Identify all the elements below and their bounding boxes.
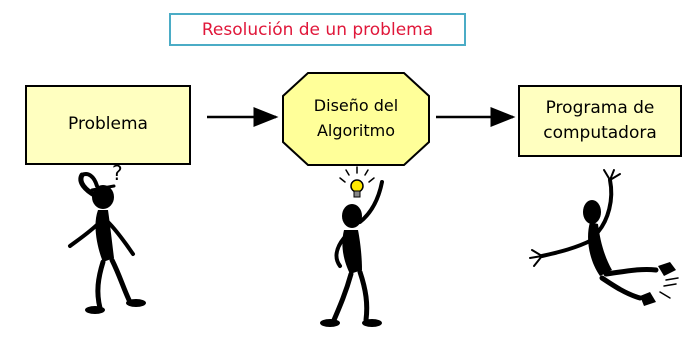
problem-label: Problema xyxy=(68,114,148,135)
question-mark: ? xyxy=(112,161,123,185)
problem-box: Problema xyxy=(25,85,191,165)
program-label-line2: computadora xyxy=(543,123,657,143)
algorithm-design-octagon: Diseño del Algoritmo xyxy=(281,72,431,166)
algorithm-design-label-line2: Algoritmo xyxy=(316,121,395,140)
confused-person-figure: ? xyxy=(68,161,146,314)
idea-person-figure xyxy=(320,166,384,327)
celebrating-person-figure xyxy=(529,169,679,306)
computer-program-box: Programa de computadora xyxy=(518,85,682,157)
diagram-title: Resolución de un problema xyxy=(169,13,466,46)
program-label-line1: Programa de xyxy=(545,97,655,118)
light-bulb-icon xyxy=(339,166,375,198)
algorithm-design-label-line1: Diseño del xyxy=(313,96,399,116)
